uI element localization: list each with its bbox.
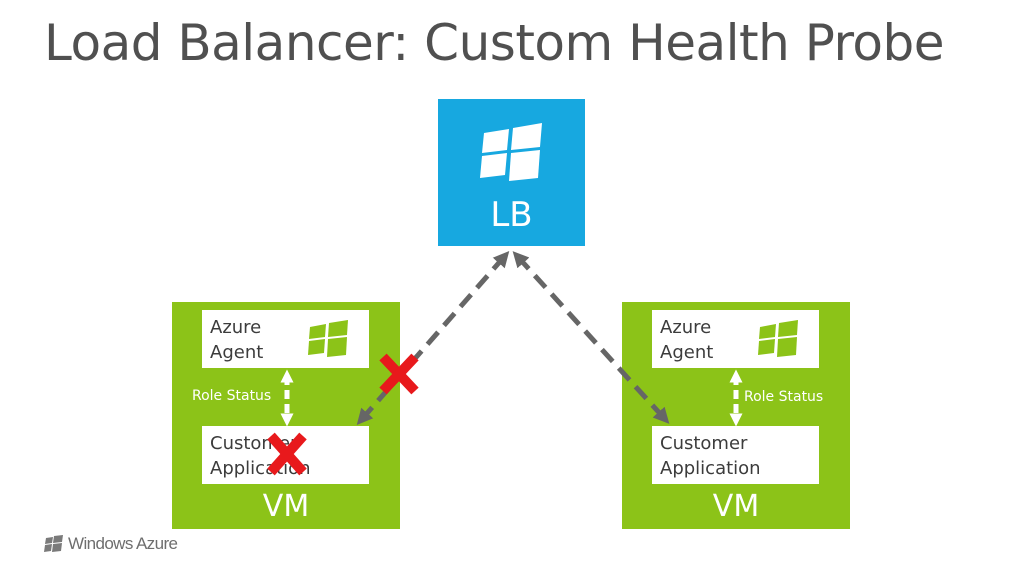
role-status-label: Role Status bbox=[192, 388, 272, 404]
vm-label: VM bbox=[262, 489, 310, 524]
probe-arrow-left bbox=[356, 250, 510, 426]
footer-logo: Windows Azure bbox=[44, 534, 178, 554]
vm-label: VM bbox=[712, 489, 760, 524]
customer-application-label: Customer Application bbox=[660, 433, 761, 479]
windows-logo-icon bbox=[308, 320, 348, 357]
lb-label: LB bbox=[490, 195, 533, 235]
role-status-label: Role Status bbox=[744, 389, 824, 405]
probe-failed-icon bbox=[379, 353, 419, 395]
azure-agent-label: Azure Agent bbox=[660, 317, 714, 363]
azure-agent-box: Azure Agent bbox=[652, 310, 819, 368]
windows-logo-icon bbox=[480, 123, 542, 181]
application-failed-icon bbox=[267, 432, 307, 476]
customer-application-box: Customer Application bbox=[652, 426, 819, 484]
footer-brand: Windows Azure bbox=[68, 534, 178, 553]
load-balancer-box: LB bbox=[438, 99, 585, 246]
azure-agent-box: Azure Agent bbox=[202, 310, 369, 368]
page-title: Load Balancer: Custom Health Probe bbox=[44, 14, 945, 72]
windows-logo-icon bbox=[758, 320, 798, 357]
windows-flag-icon bbox=[44, 535, 63, 552]
azure-agent-label: Azure Agent bbox=[210, 317, 264, 363]
probe-arrow-right bbox=[512, 251, 670, 424]
